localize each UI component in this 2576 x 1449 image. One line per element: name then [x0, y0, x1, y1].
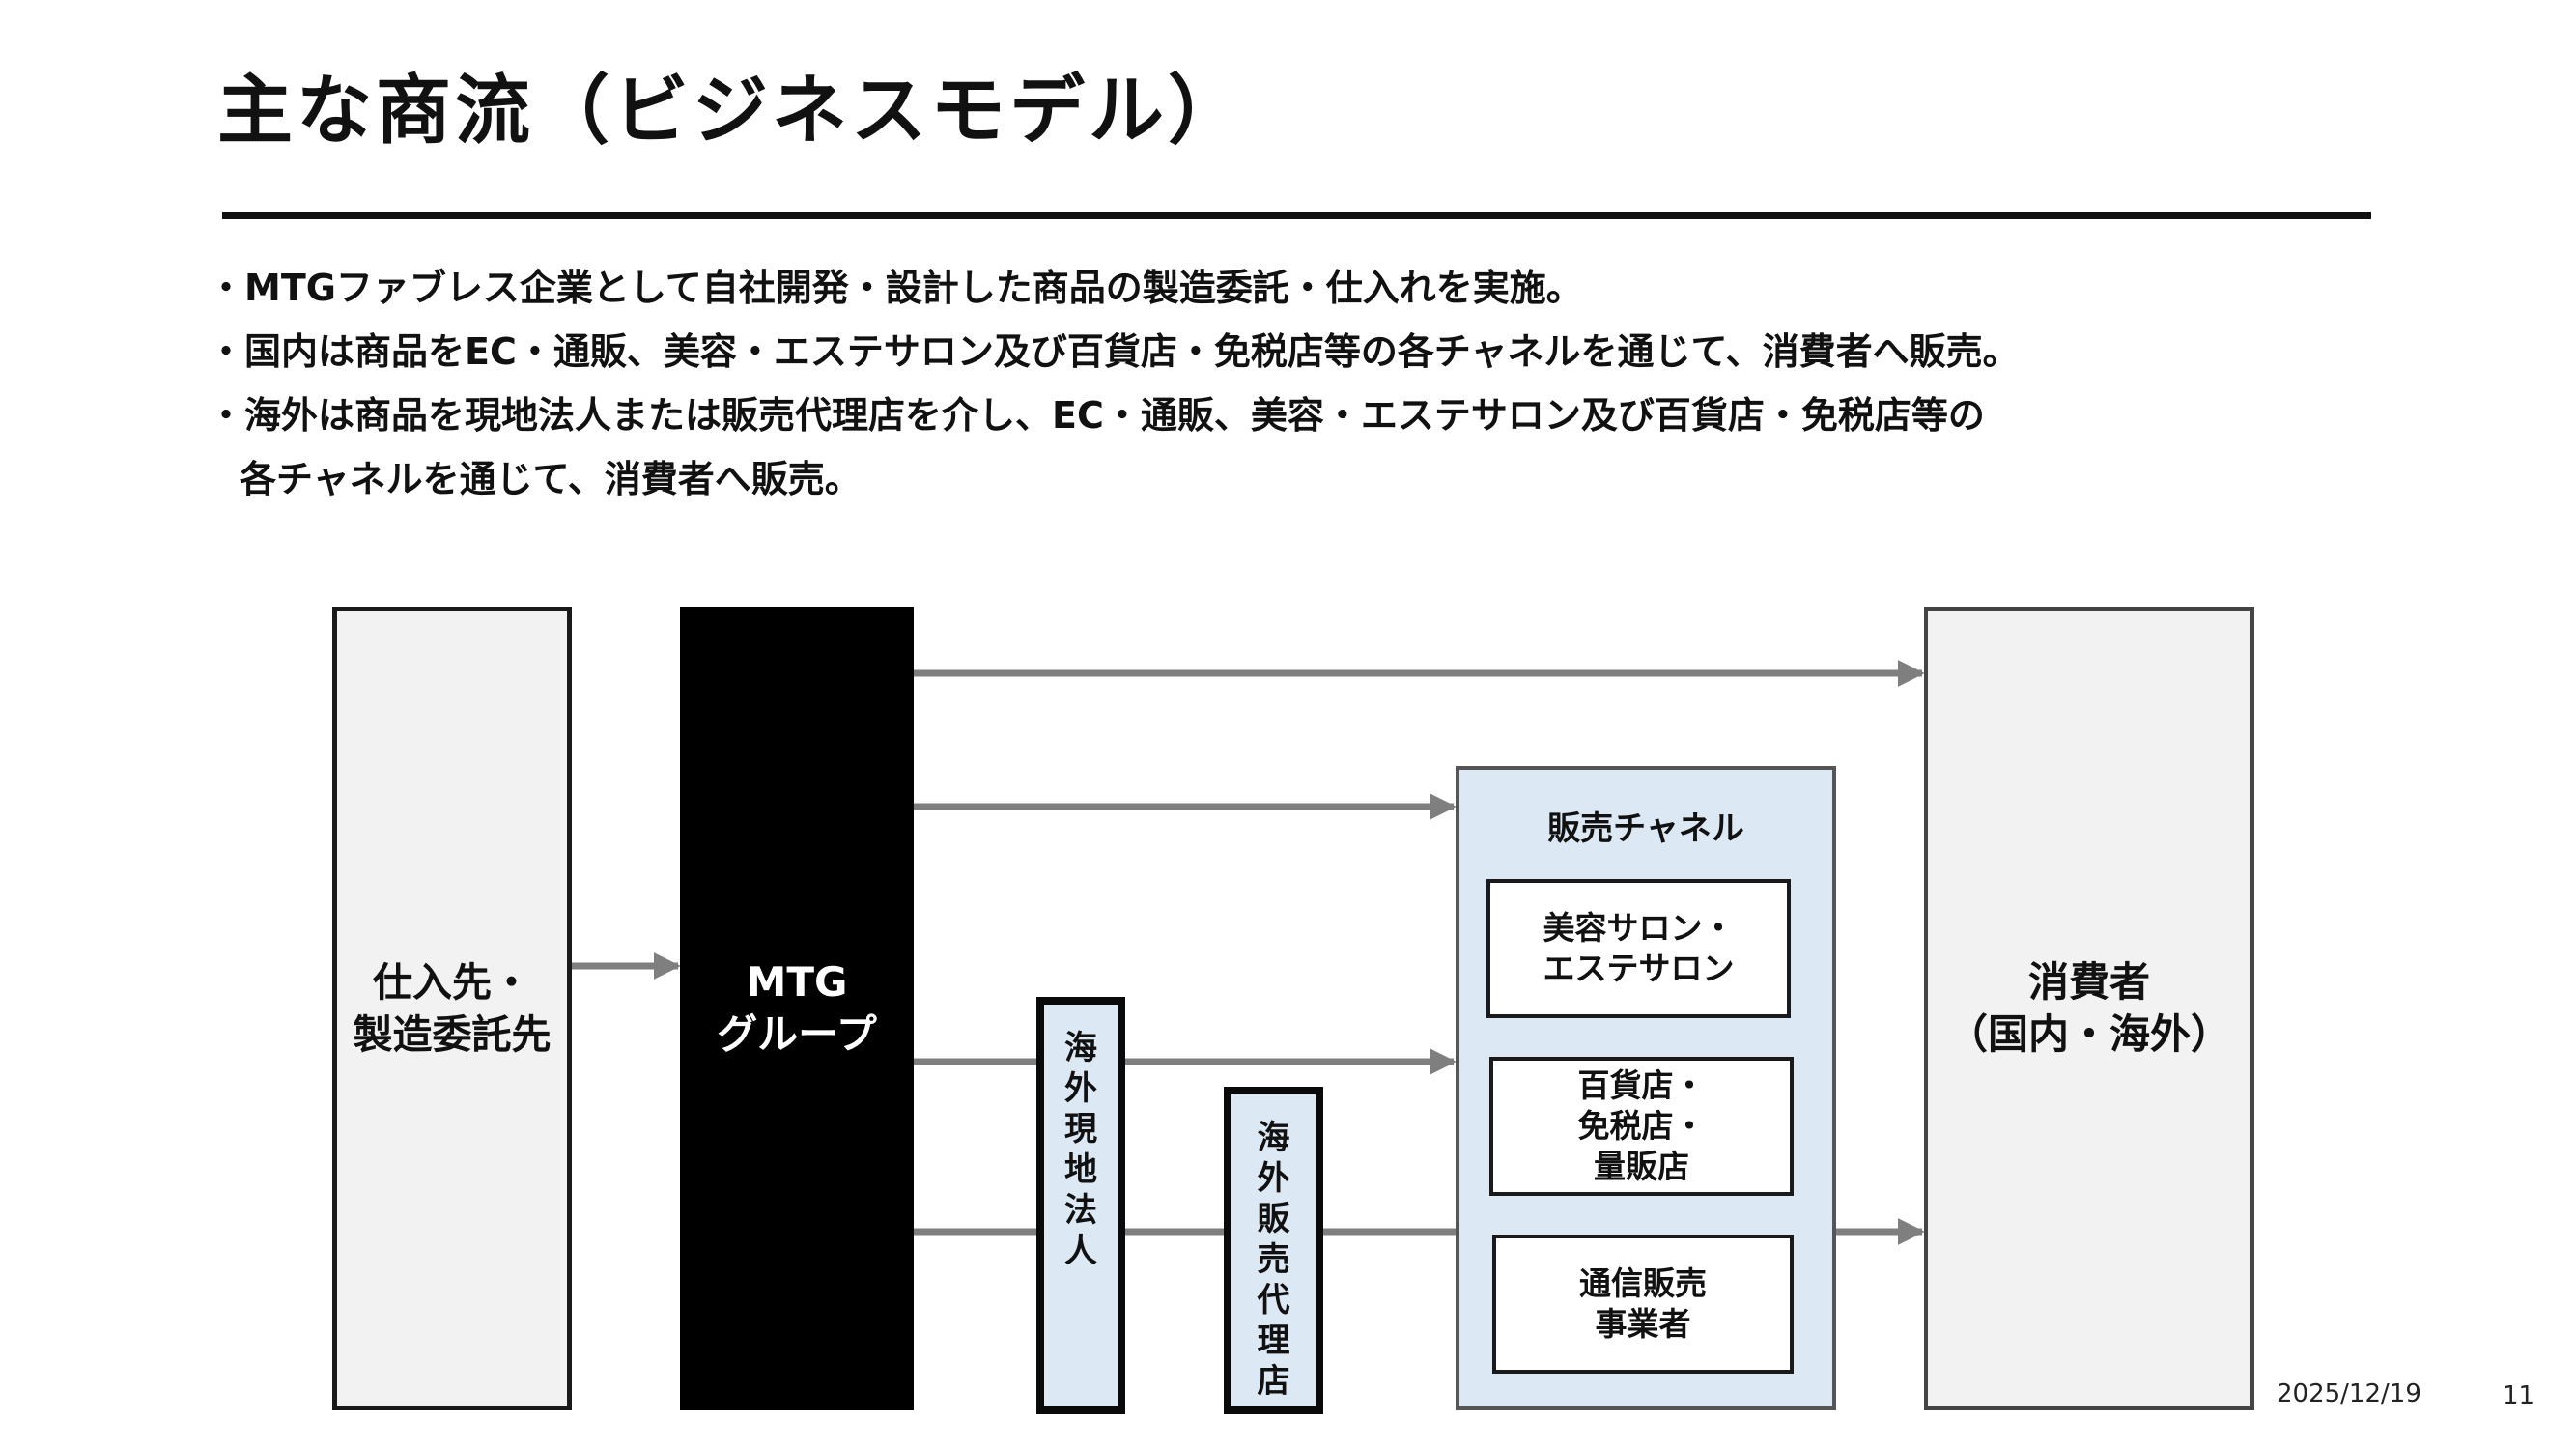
- channel-salon-label: 美容サロン・ エステサロン: [1543, 909, 1735, 987]
- overseas-agent-box: 海外販売代理店: [1224, 1087, 1323, 1414]
- bullet-list: ・MTGファブレス企業として自社開発・設計した商品の製造委託・仕入れを実施。 ・…: [208, 256, 2020, 511]
- overseas-subsidiary-box: 海外現地法人: [1036, 997, 1125, 1414]
- page-number: 11: [2503, 1381, 2535, 1410]
- supplier-box: 仕入先・ 製造委託先: [332, 607, 572, 1410]
- overseas-subsidiary-label: 海外現地法人: [1064, 1029, 1097, 1270]
- sales-channel-title: 販売チャネル: [1547, 810, 1744, 848]
- title-divider: [222, 212, 2371, 219]
- mtg-group-box: MTG グループ: [680, 607, 914, 1410]
- bullet-item: ・国内は商品をEC・通販、美容・エステサロン及び百貨店・免税店等の各チャネルを通…: [208, 330, 2020, 373]
- consumer-label: 消費者 （国内・海外）: [1946, 958, 2231, 1058]
- consumer-box: 消費者 （国内・海外）: [1924, 607, 2254, 1410]
- bullet-item: ・海外は商品を現地法人または販売代理店を介し、EC・通販、美容・エステサロン及び…: [208, 394, 1985, 437]
- overseas-agent-label: 海外販売代理店: [1257, 1119, 1290, 1401]
- bullet-item-continuation: 各チャネルを通じて、消費者へ販売。: [240, 458, 862, 500]
- channel-dept-store-label: 百貨店・ 免税店・ 量販店: [1577, 1066, 1706, 1185]
- channel-mail-order-label: 通信販売 事業者: [1579, 1264, 1707, 1343]
- channel-salon-box: 美容サロン・ エステサロン: [1486, 879, 1791, 1018]
- channel-dept-store-box: 百貨店・ 免税店・ 量販店: [1489, 1057, 1794, 1196]
- bullet-item: ・MTGファブレス企業として自社開発・設計した商品の製造委託・仕入れを実施。: [208, 267, 1583, 309]
- footer-date: 2025/12/19: [2277, 1379, 2421, 1408]
- mtg-group-label: MTG グループ: [717, 958, 877, 1058]
- page-title: 主な商流（ビジネスモデル）: [217, 68, 1248, 155]
- supplier-label: 仕入先・ 製造委託先: [353, 959, 552, 1058]
- channel-mail-order-box: 通信販売 事業者: [1492, 1235, 1794, 1374]
